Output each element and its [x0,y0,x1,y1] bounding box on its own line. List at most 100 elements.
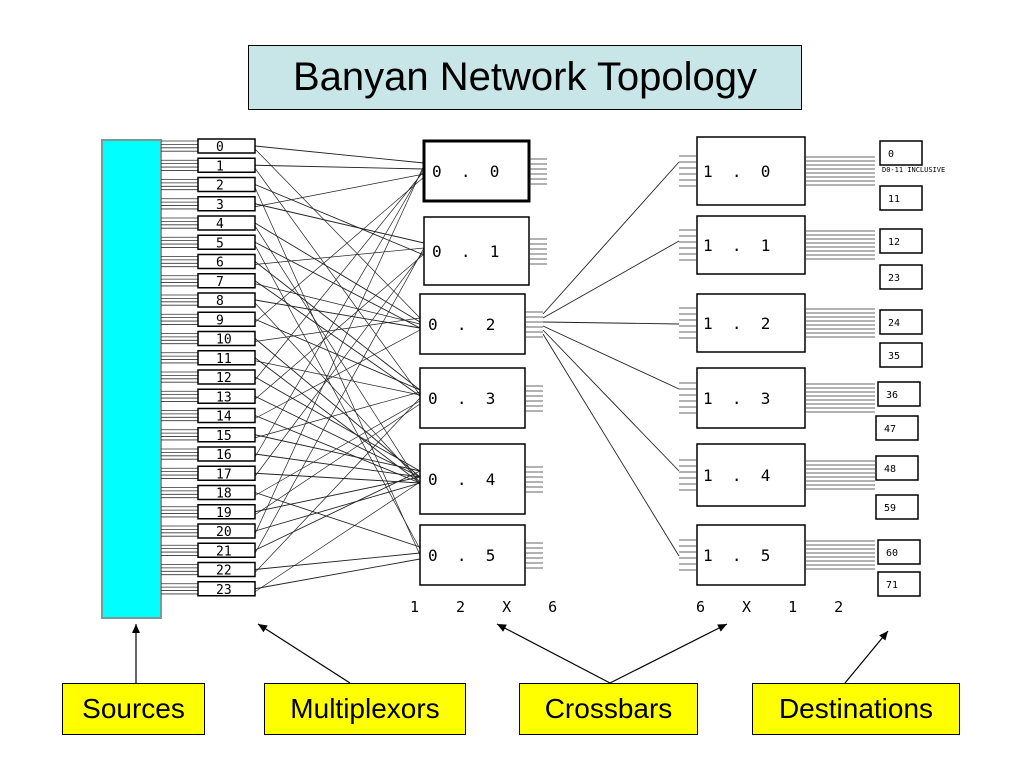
multiplexor-box [197,234,256,250]
multiplexor-box [197,388,256,404]
destination-label: 59 [884,503,896,514]
multiplexor-label: 3 [216,198,224,213]
mux-wire [254,247,425,554]
multiplexor-box [197,427,256,443]
multiplexor-box [197,157,256,173]
mux-wire [254,395,421,478]
callout-arrow [609,623,728,684]
destination-box [875,494,919,520]
mux-wire [254,203,425,244]
arrow-head [717,624,727,632]
arrow-head [132,624,140,633]
mux-wire [254,173,425,208]
mux-wire [254,329,421,419]
multiplexor-label: 2 [216,179,224,194]
stage0-caption: 1 2 X 6 [410,598,571,616]
multiplexor-label: 4 [216,217,224,232]
crossbar-stage1-label: 1 . 3 [703,389,770,408]
mux-wire [254,184,425,256]
multiplexor-label: 7 [216,275,224,290]
mux-wire [254,222,421,323]
multiplexor-box [197,465,256,481]
callout-crossbars-label: Crossbars [544,693,673,724]
destination-box [877,539,921,565]
mux-wire [254,170,425,381]
mux-wire [254,245,421,550]
multiplexor-label: 19 [216,506,232,521]
callout-sources-label: Sources [82,693,185,724]
crossbar-stage0 [422,139,531,203]
multiplexor-label: 18 [216,487,232,502]
crossbar-stage1 [696,524,806,586]
destination-label: 0 [888,149,894,160]
mux-wire [254,338,421,478]
crossbar-stage1 [696,293,806,353]
multiplexor-box [197,484,256,501]
mux-wire [254,167,425,458]
callout-multiplexors-label: Multiplexors [290,693,440,724]
multiplexor-box [197,369,256,385]
destination-label: 35 [888,351,900,362]
multiplexor-label: 16 [216,448,232,463]
destination-box [879,185,923,211]
multiplexor-label: 22 [216,564,232,579]
crossbar-stage0-label: 0 . 2 [428,315,495,334]
crossbar-stage1-label: 1 . 5 [703,546,770,565]
mux-wire [254,225,421,486]
mux-wire [254,241,421,329]
multiplexor-label: 13 [216,390,232,405]
crossbar-stage0 [419,524,526,586]
destination-label: 24 [888,318,900,329]
sources-bar [101,139,162,619]
mux-wire [254,283,421,325]
callout-destinations: Destinations [752,683,960,735]
multiplexor-label: 23 [216,583,232,598]
destination-label: 71 [886,580,898,591]
callout-arrows [132,623,889,684]
destination-box [875,455,919,481]
crossbar-stage1-label: 1 . 4 [703,466,770,485]
mux-wire [254,302,421,483]
multiplexor-box [197,176,256,193]
multiplexor-label: 17 [216,467,232,482]
multiplexor-label: 9 [216,313,224,328]
mux-wire [254,403,421,516]
mux-wire [254,558,421,590]
multiplexor-box [197,196,256,212]
crossbar-stage1 [696,367,806,429]
crossbar-link [542,161,680,315]
destination-box [879,264,923,290]
mux-wire [254,250,425,477]
multiplexor-box [197,273,256,289]
crossbar-stage0 [419,367,526,429]
crossbar-stage0-label: 0 . 5 [428,546,495,565]
title-box: Banyan Network Topology [248,45,802,110]
multiplexor-label: 1 [216,159,224,174]
callout-sources: Sources [62,683,205,735]
wires-layer [254,145,680,593]
crossbar-link [542,240,680,319]
multiplexor-label: 12 [216,371,232,386]
multiplexor-box [197,330,256,347]
multiplexor-box [197,581,256,597]
mux-wire [254,164,425,170]
mux-wire [254,482,421,532]
destination-label: 48 [884,464,896,475]
destination-label: 60 [886,548,898,559]
multiplexor-box [197,350,256,366]
multiplexor-box [197,253,256,270]
mux-wire [254,415,421,484]
destination-label: 23 [888,273,900,284]
mux-wire [254,476,421,513]
mux-wire [254,247,425,265]
multiplexor-box [197,504,256,520]
callout-arrow [844,630,889,684]
crossbar-stage1-label: 1 . 2 [703,314,770,333]
callout-destinations-label: Destinations [778,693,934,724]
callout-arrow [496,623,611,684]
multiplexor-label: 6 [216,256,224,271]
destination-box [877,381,921,407]
destination-label: 47 [884,424,896,435]
multiplexor-label: 11 [216,352,232,367]
